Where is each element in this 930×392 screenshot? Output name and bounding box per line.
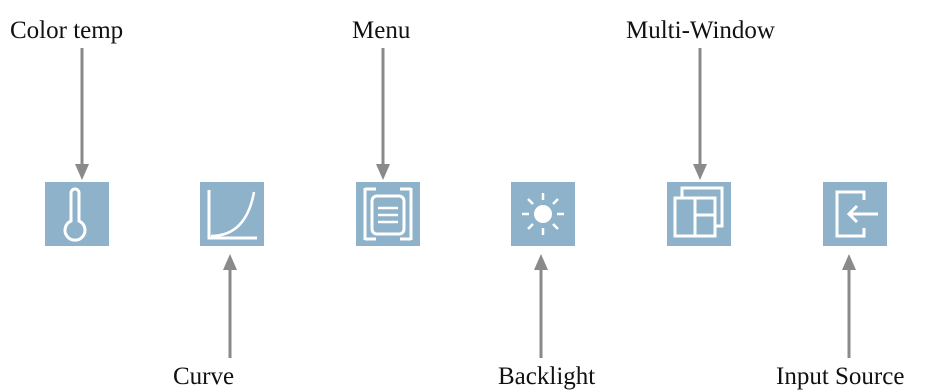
arrow-menu [376,48,390,180]
arrow-color-temp [75,48,89,180]
arrow-curve [223,254,237,358]
menu-icon[interactable] [356,182,420,246]
input-source-icon[interactable] [823,182,887,246]
label-backlight: Backlight [498,363,595,390]
curve-icon[interactable] [200,182,264,246]
label-color-temp: Color temp [10,17,123,44]
thermometer-icon[interactable] [45,182,109,246]
label-input-source: Input Source [776,363,904,390]
label-multi-window: Multi-Window [626,17,775,44]
arrow-multi-window [693,48,707,180]
arrow-backlight [534,254,548,358]
arrow-input-source [842,254,856,358]
sun-icon[interactable] [511,182,575,246]
label-menu: Menu [352,17,411,44]
multi-window-icon[interactable] [667,182,731,246]
label-curve: Curve [173,363,234,390]
